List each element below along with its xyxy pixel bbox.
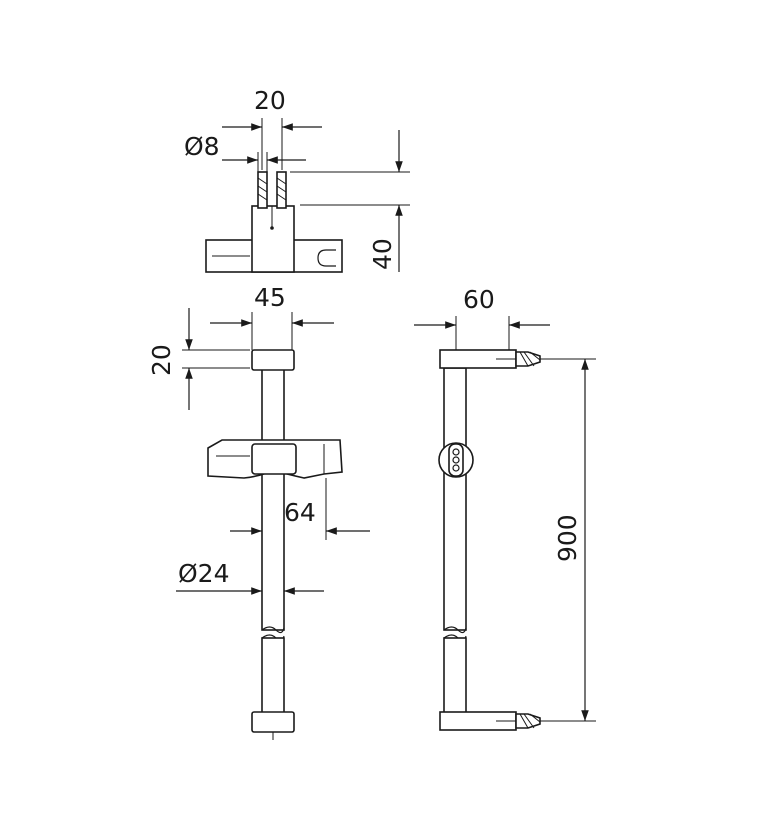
knob-hole [452, 448, 460, 456]
bottom-cap [251, 711, 295, 733]
knob-hole [452, 456, 460, 464]
pin-thread [257, 177, 287, 201]
pin-right [276, 171, 287, 209]
break-mark [261, 626, 285, 634]
dim-cap-height: 20 [147, 344, 176, 376]
wall-anchor-bottom [515, 713, 541, 729]
dim-bar-length: 900 [553, 514, 582, 562]
dim-top-width: 20 [254, 86, 286, 115]
anchor-hatch [519, 713, 541, 729]
side-rod-lower [443, 637, 467, 715]
dim-top-height: 40 [368, 238, 397, 270]
dim-rod-diameter: Ø24 [178, 559, 230, 588]
top-cap [251, 349, 295, 371]
top-view: 20 Ø8 40 [184, 86, 410, 273]
rod-lower [261, 637, 285, 715]
front-view: 45 20 64 Ø24 [147, 283, 370, 740]
break-mark [443, 626, 467, 634]
pin-left [257, 171, 268, 209]
anchor-hatch [519, 351, 541, 367]
dim-side-depth: 60 [463, 285, 495, 314]
side-rod-upper [443, 367, 467, 631]
wall-anchor-top [515, 351, 541, 367]
dim-slider-offset: 64 [284, 498, 316, 527]
clip-shape [317, 249, 336, 267]
dim-pin-diameter: Ø8 [184, 132, 220, 161]
side-view: 60 900 [414, 285, 596, 731]
dim-bar-width: 45 [254, 283, 286, 312]
slider-collar [251, 443, 297, 475]
rod-upper [261, 367, 285, 631]
holder-body [251, 205, 295, 273]
knob-hole [452, 464, 460, 472]
body-dot [270, 226, 274, 230]
